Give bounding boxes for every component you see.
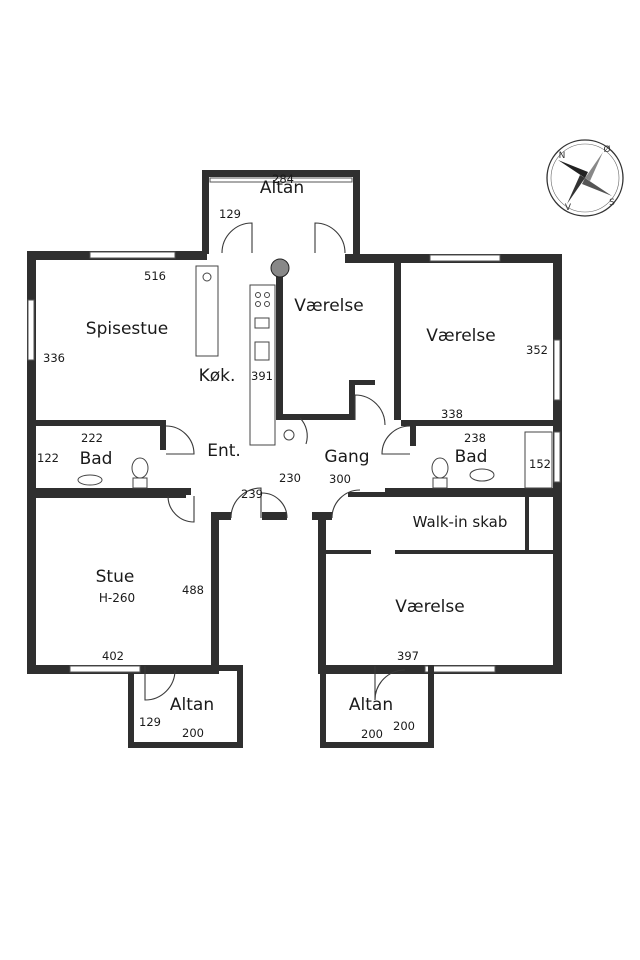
windows — [27, 251, 561, 673]
room-label-kok: Køk. — [199, 366, 236, 386]
balcony-top — [202, 170, 360, 254]
bathroom-fixtures — [77, 431, 553, 489]
kitchen-fixtures — [195, 258, 295, 446]
room-label-bad-left: Bad — [80, 449, 113, 469]
compass-e: Ø — [603, 144, 610, 155]
doors — [144, 394, 411, 701]
dim-altan-top-width: 284 — [272, 172, 294, 186]
dim-vaerelse-bottom-width: 397 — [397, 649, 419, 663]
dim-altan-left-height: 129 — [139, 715, 161, 729]
room-label-walkin: Walk-in skab — [413, 513, 508, 531]
dim-kok-height: 391 — [251, 369, 273, 383]
balcony-right — [320, 665, 434, 748]
dim-hall-230: 230 — [279, 471, 301, 485]
compass-w: V — [565, 203, 572, 213]
dim-spisestue-height: 336 — [43, 351, 65, 365]
dim-altan-top-height: 129 — [219, 207, 241, 221]
balcony-left — [128, 665, 243, 748]
room-label-stue: Stue — [96, 567, 135, 587]
dim-altan-right-width: 200 — [361, 727, 383, 741]
room-label-stue-height: H-260 — [99, 591, 135, 605]
dim-stue-height: 488 — [182, 583, 204, 597]
room-label-altan-right: Altan — [349, 695, 393, 715]
room-label-entre: Ent. — [207, 441, 241, 461]
dim-altan-right-height: 200 — [393, 719, 415, 733]
interior-walls — [36, 260, 561, 554]
dim-vaerelse-right-height: 352 — [526, 343, 548, 357]
compass-s: S — [609, 198, 615, 208]
room-label-gang: Gang — [324, 447, 369, 467]
compass-n: N — [559, 151, 566, 161]
dim-bad-right-height: 152 — [529, 457, 551, 471]
dim-bad-left-width: 222 — [81, 431, 103, 445]
dim-bad-right-width: 238 — [464, 431, 486, 445]
dim-stue-width: 402 — [102, 649, 124, 663]
room-label-vaerelse-center: Værelse — [294, 296, 363, 316]
room-label-altan-left: Altan — [170, 695, 214, 715]
dim-hall-300: 300 — [329, 472, 351, 486]
dim-vaerelse-right-width: 338 — [441, 407, 463, 421]
dim-bad-left-height: 122 — [37, 451, 59, 465]
room-label-altan-top: Altan — [260, 178, 304, 198]
dim-hall-239: 239 — [241, 487, 263, 501]
room-label-bad-right: Bad — [455, 447, 488, 467]
dim-spisestue-width: 516 — [144, 269, 166, 283]
room-label-vaerelse-bottom: Værelse — [395, 597, 464, 617]
compass-icon: N S Ø V — [546, 139, 624, 217]
room-label-vaerelse-right: Værelse — [426, 326, 495, 346]
dim-altan-left-width: 200 — [182, 726, 204, 740]
room-label-spisestue: Spisestue — [86, 319, 168, 339]
